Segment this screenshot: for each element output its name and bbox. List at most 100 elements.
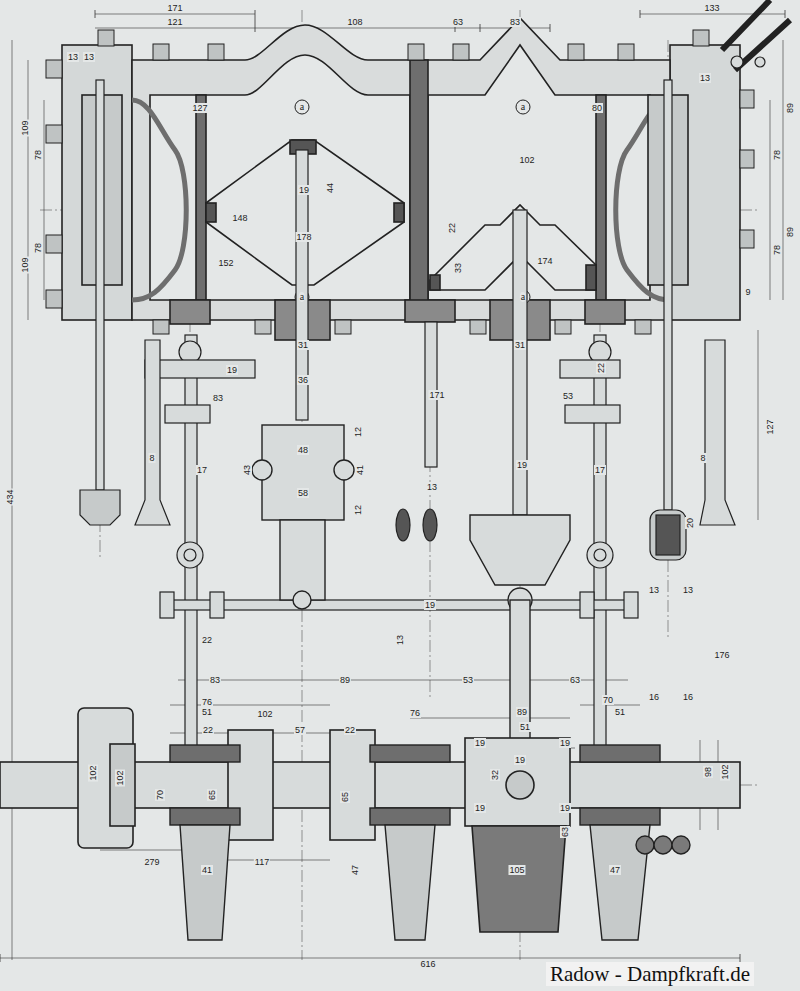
dimension-label: 109 bbox=[20, 256, 30, 273]
bolt bbox=[46, 125, 62, 143]
dimension-label: 16 bbox=[682, 692, 694, 702]
dimension-label: 19 bbox=[474, 738, 486, 748]
section-mark: a bbox=[299, 292, 305, 302]
rod bbox=[396, 509, 410, 541]
dimension-label: 89 bbox=[785, 102, 795, 114]
dimension-label: 43 bbox=[242, 464, 252, 476]
dimension-label: 434 bbox=[5, 488, 15, 505]
center-line bbox=[0, 10, 760, 960]
dimension-label: 171 bbox=[428, 390, 445, 400]
dimension-label: 41 bbox=[355, 464, 365, 476]
cylinder-block bbox=[150, 55, 410, 300]
crankshaft bbox=[506, 771, 534, 799]
bearing bbox=[385, 825, 435, 940]
dimension-label: 108 bbox=[346, 17, 363, 27]
dimension-label: 178 bbox=[295, 232, 312, 242]
crankshaft bbox=[110, 744, 135, 826]
dimension-label: 20 bbox=[685, 517, 695, 529]
dimension-label: 19 bbox=[474, 803, 486, 813]
dimension-label: 70 bbox=[602, 695, 614, 705]
dimension-label: 133 bbox=[703, 3, 720, 13]
dimension-label: 78 bbox=[772, 244, 782, 256]
piston bbox=[430, 275, 440, 290]
dimension-label: 13 bbox=[67, 52, 79, 62]
bearing bbox=[636, 836, 654, 854]
rod bbox=[135, 340, 170, 525]
bolt bbox=[693, 30, 709, 46]
dimension-label: 19 bbox=[424, 600, 436, 610]
dimension-label: 47 bbox=[350, 864, 360, 876]
dimension-label: 105 bbox=[508, 865, 525, 875]
dimension-label: 83 bbox=[212, 393, 224, 403]
dimension-label: 102 bbox=[720, 763, 730, 780]
dimension-label: 616 bbox=[419, 959, 436, 969]
dimension-label: 63 bbox=[569, 675, 581, 685]
dimension-label: 58 bbox=[297, 488, 309, 498]
dimension-label: 83 bbox=[209, 675, 221, 685]
rod bbox=[160, 592, 174, 618]
dimension-label: 78 bbox=[33, 242, 43, 254]
dimension-label: 89 bbox=[785, 226, 795, 238]
crosshead bbox=[252, 460, 272, 480]
bolt bbox=[740, 90, 754, 108]
dimension-label: 19 bbox=[559, 738, 571, 748]
bolt bbox=[618, 44, 634, 60]
dimension-label: 41 bbox=[201, 865, 213, 875]
dimension-label: 76 bbox=[409, 708, 421, 718]
dimension-label: 13 bbox=[699, 73, 711, 83]
bearing bbox=[672, 836, 690, 854]
bearing bbox=[654, 836, 672, 854]
dimension-label: 78 bbox=[33, 149, 43, 161]
bolt bbox=[208, 44, 224, 60]
dimension-label: 51 bbox=[201, 707, 213, 717]
dimension-label: 51 bbox=[614, 707, 626, 717]
section-mark: a bbox=[299, 102, 305, 112]
dimension-label: 127 bbox=[191, 103, 208, 113]
dimension-line bbox=[0, 10, 785, 962]
dimension-label: 9 bbox=[744, 287, 751, 297]
bearing bbox=[580, 745, 660, 762]
cylinder-block bbox=[410, 60, 428, 320]
dimension-label: 47 bbox=[609, 865, 621, 875]
rod bbox=[177, 542, 203, 568]
dimension-label: 65 bbox=[207, 789, 217, 801]
dimension-label: 98 bbox=[703, 766, 713, 778]
dimension-label: 63 bbox=[560, 826, 570, 838]
cylinder-block bbox=[596, 95, 606, 300]
rod bbox=[145, 360, 255, 378]
dimension-line bbox=[0, 10, 785, 962]
cylinder-block bbox=[170, 300, 210, 324]
dimension-label: 117 bbox=[254, 857, 270, 867]
cylinder-block bbox=[295, 100, 309, 114]
rod bbox=[755, 57, 765, 67]
bolt bbox=[568, 44, 584, 60]
rod bbox=[210, 592, 224, 618]
bolt bbox=[153, 320, 169, 334]
bolt bbox=[635, 320, 651, 334]
cylinder-block bbox=[585, 300, 625, 324]
dimension-label: 53 bbox=[462, 675, 474, 685]
crankshaft bbox=[78, 708, 133, 848]
piston bbox=[206, 140, 596, 290]
bearing bbox=[370, 808, 450, 825]
rod bbox=[165, 600, 635, 610]
rod bbox=[184, 549, 196, 561]
dimension-label: 83 bbox=[509, 17, 521, 27]
dimension-label: 148 bbox=[231, 213, 248, 223]
rod bbox=[664, 80, 672, 510]
dimension-label: 13 bbox=[682, 585, 694, 595]
cylinder-block bbox=[405, 300, 455, 322]
dimension-label: 22 bbox=[202, 725, 214, 735]
crosshead bbox=[262, 425, 344, 520]
dimension-label: 19 bbox=[226, 365, 238, 375]
section-mark: a bbox=[520, 102, 526, 112]
crankshaft bbox=[330, 730, 375, 840]
bolt bbox=[153, 44, 169, 60]
dimension-label: 44 bbox=[325, 182, 335, 194]
bearing bbox=[180, 825, 230, 940]
dimension-label: 57 bbox=[294, 725, 306, 735]
bolt bbox=[740, 150, 754, 168]
bolt bbox=[255, 320, 271, 334]
